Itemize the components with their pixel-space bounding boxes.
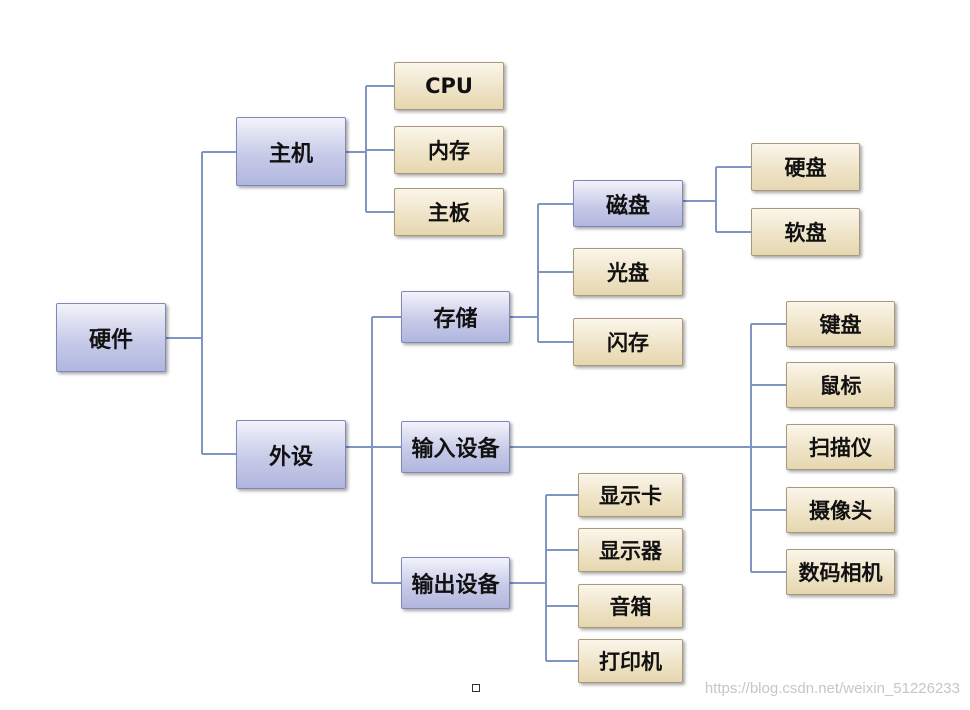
node-floppy-disk: 软盘 (751, 208, 860, 256)
node-monitor: 显示器 (578, 528, 683, 572)
node-hard-disk: 硬盘 (751, 143, 860, 191)
node-storage: 存储 (401, 291, 510, 343)
node-mouse: 鼠标 (786, 362, 895, 408)
node-magnetic-disk: 磁盘 (573, 180, 683, 227)
node-speaker: 音箱 (578, 584, 683, 628)
node-host: 主机 (236, 117, 346, 186)
node-optical-disk: 光盘 (573, 248, 683, 296)
node-peripheral: 外设 (236, 420, 346, 489)
node-graphics-card: 显示卡 (578, 473, 683, 517)
node-camera: 摄像头 (786, 487, 895, 533)
node-cpu: CPU (394, 62, 504, 110)
watermark-text: https://blog.csdn.net/weixin_51226233 (704, 680, 960, 697)
node-output-device: 输出设备 (401, 557, 510, 609)
node-scanner: 扫描仪 (786, 424, 895, 470)
node-memory: 内存 (394, 126, 504, 174)
node-hardware: 硬件 (56, 303, 166, 372)
node-motherboard: 主板 (394, 188, 504, 236)
node-keyboard: 键盘 (786, 301, 895, 347)
node-flash-memory: 闪存 (573, 318, 683, 366)
node-printer: 打印机 (578, 639, 683, 683)
node-digital-camera: 数码相机 (786, 549, 895, 595)
square-marker-icon (472, 684, 480, 692)
node-input-device: 输入设备 (401, 421, 510, 473)
